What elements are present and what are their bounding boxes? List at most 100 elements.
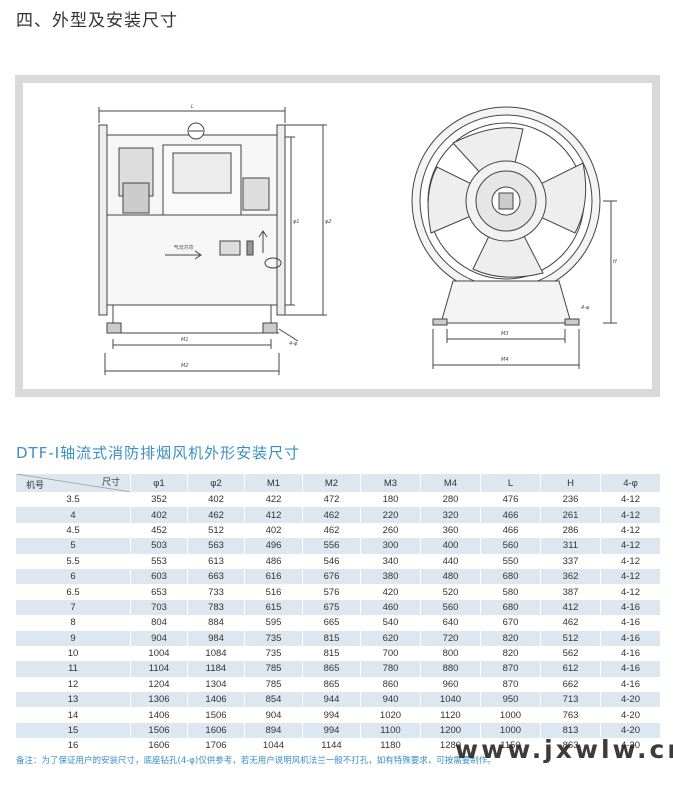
- table-cell: 422: [244, 492, 303, 508]
- table-cell: 462: [302, 507, 361, 523]
- table-cell: 4-12: [600, 507, 661, 523]
- dim-label-holes: 4-φ: [289, 341, 298, 347]
- table-cell: 1040: [420, 692, 481, 708]
- table-cell: 486: [244, 553, 303, 569]
- model-number-cell: 4: [15, 507, 131, 523]
- model-number-cell: 9: [15, 630, 131, 646]
- model-number-cell: 6.5: [15, 584, 131, 600]
- table-cell: 865: [302, 661, 361, 677]
- model-number-cell: 10: [15, 645, 131, 662]
- table-cell: 286: [540, 522, 601, 539]
- dim-label-holes-front: 4-φ: [581, 305, 590, 311]
- table-cell: 576: [302, 584, 361, 600]
- table-cell: 960: [420, 676, 481, 693]
- table-cell: 560: [480, 538, 541, 554]
- corner-label-size: 尺寸: [101, 477, 120, 487]
- table-cell: 261: [540, 507, 601, 523]
- table-cell: 994: [302, 722, 361, 739]
- table-cell: 820: [480, 645, 541, 662]
- table-cell: 603: [130, 568, 188, 585]
- table-cell: 950: [480, 692, 541, 708]
- table-cell: 1506: [130, 722, 188, 739]
- table-cell: 785: [244, 676, 303, 693]
- table-cell: 352: [130, 492, 188, 508]
- table-cell: 854: [244, 692, 303, 708]
- model-number-cell: 5: [15, 538, 131, 554]
- table-cell: 4-20: [600, 722, 661, 739]
- table-cell: 420: [360, 584, 421, 600]
- table-cell: 387: [540, 584, 601, 600]
- table-cell: 512: [187, 522, 245, 539]
- table-cell: 311: [540, 538, 601, 554]
- table-cell: 4-20: [600, 707, 661, 723]
- table-cell: 472: [302, 492, 361, 508]
- drawing-area: L M1 M2 φ1 φ2 4-φ 气流方向 H M3 M4 4-φ: [23, 83, 652, 389]
- table-cell: 595: [244, 615, 303, 631]
- table-cell: 440: [420, 553, 481, 569]
- table-cell: 402: [244, 522, 303, 539]
- column-header: M2: [302, 474, 361, 492]
- model-number-cell: 15: [15, 722, 131, 739]
- table-cell: 1706: [187, 738, 245, 754]
- table-cell: 337: [540, 553, 601, 569]
- table-cell: 1304: [187, 676, 245, 693]
- table-cell: 1200: [420, 722, 481, 739]
- table-cell: 1204: [130, 676, 188, 693]
- table-cell: 944: [302, 692, 361, 708]
- table-cell: 1180: [360, 738, 421, 754]
- table-cell: 904: [130, 630, 188, 646]
- table-cell: 563: [187, 538, 245, 554]
- table-cell: 320: [420, 507, 481, 523]
- table-cell: 546: [302, 553, 361, 569]
- corner-diagonal: [16, 474, 130, 492]
- table-cell: 713: [540, 692, 601, 708]
- column-header: M4: [420, 474, 481, 492]
- table-cell: 462: [302, 522, 361, 539]
- watermark-text: www.jxwlw.cn: [455, 735, 673, 764]
- table-cell: 4-12: [600, 568, 661, 585]
- table-cell: 1606: [130, 738, 188, 754]
- table-cell: 680: [480, 599, 541, 616]
- table-cell: 280: [420, 492, 481, 508]
- table-cell: 236: [540, 492, 601, 508]
- table-cell: 466: [480, 522, 541, 539]
- table-cell: 1084: [187, 645, 245, 662]
- table-cell: 1020: [360, 707, 421, 723]
- column-header: φ2: [187, 474, 245, 492]
- table-cell: 4-12: [600, 553, 661, 569]
- table-cell: 1004: [130, 645, 188, 662]
- table-cell: 4-16: [600, 630, 661, 646]
- table-cell: 462: [540, 615, 601, 631]
- dim-label-m1: M1: [181, 337, 189, 343]
- table-cell: 665: [302, 615, 361, 631]
- model-number-cell: 16: [15, 738, 131, 754]
- table-cell: 340: [360, 553, 421, 569]
- table-cell: 380: [360, 568, 421, 585]
- table-cell: 260: [360, 522, 421, 539]
- table-cell: 1306: [130, 692, 188, 708]
- table-cell: 616: [244, 568, 303, 585]
- table-cell: 612: [540, 661, 601, 677]
- table-cell: 870: [480, 661, 541, 677]
- table-cell: 180: [360, 492, 421, 508]
- table-cell: 4-16: [600, 645, 661, 662]
- table-cell: 362: [540, 568, 601, 585]
- table-cell: 785: [244, 661, 303, 677]
- table-cell: 675: [302, 599, 361, 616]
- dim-label-m3: M3: [501, 331, 509, 337]
- table-cell: 562: [540, 645, 601, 662]
- table-cell: 220: [360, 507, 421, 523]
- table-cell: 496: [244, 538, 303, 554]
- table-title: DTF-I轴流式消防排烟风机外形安装尺寸: [16, 444, 301, 462]
- table-cell: 653: [130, 584, 188, 600]
- table-cell: 4-16: [600, 661, 661, 677]
- fan-technical-drawing: L M1 M2 φ1 φ2 4-φ 气流方向 H M3 M4 4-φ: [98, 104, 617, 375]
- table-cell: 560: [420, 599, 481, 616]
